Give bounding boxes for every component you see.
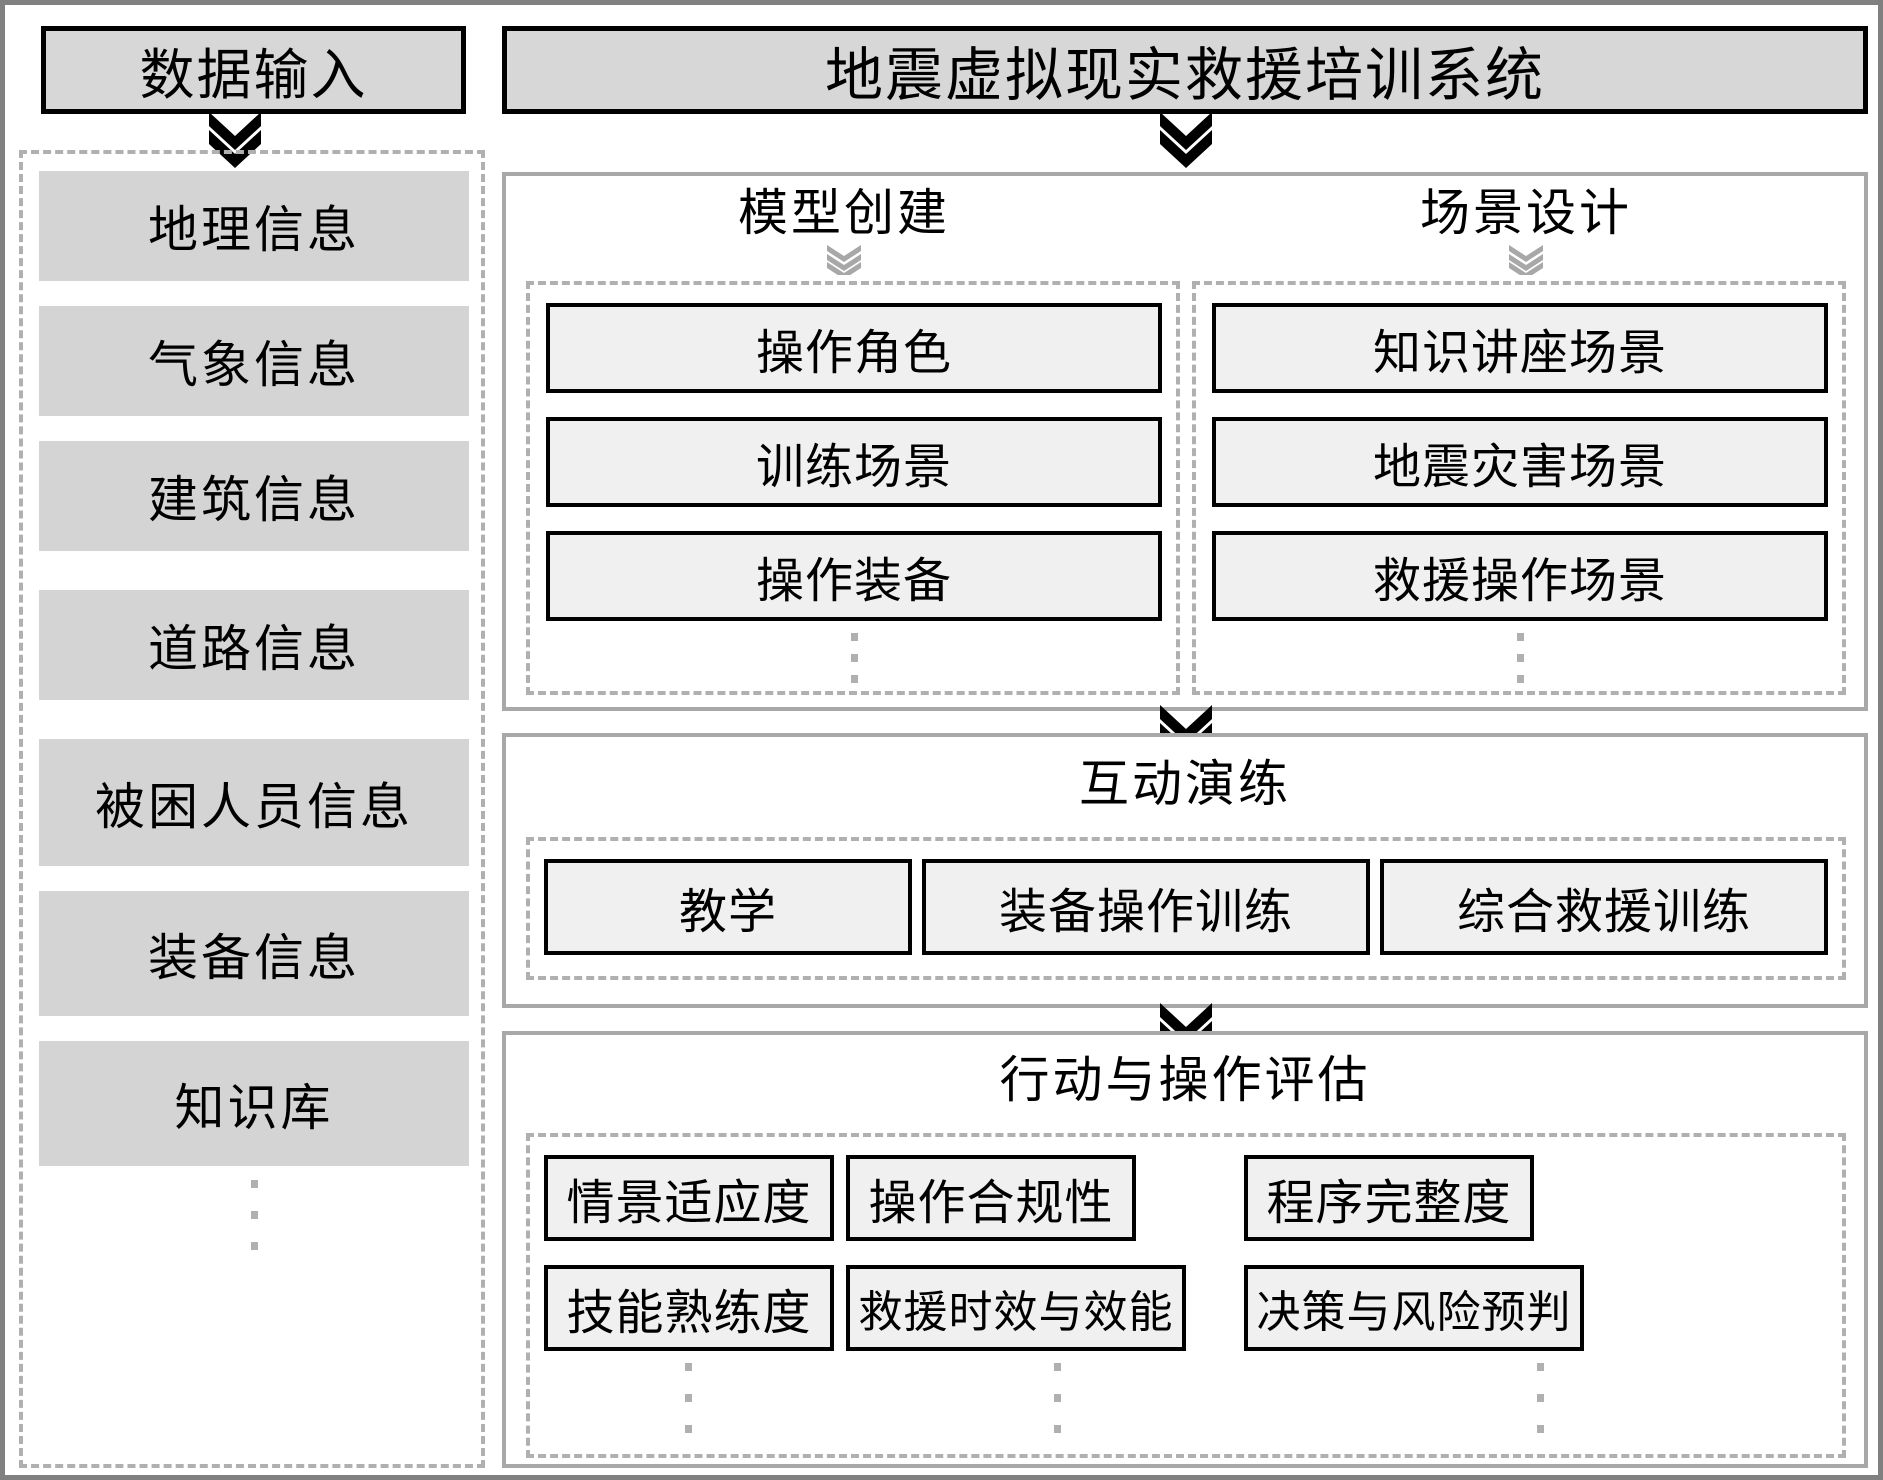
eval-item-skill-proficiency[interactable]: 技能熟练度	[544, 1265, 834, 1351]
scene-design-title: 场景设计	[1420, 184, 1632, 242]
model-item-operation-role[interactable]: 操作角色	[546, 303, 1162, 393]
scene-item-knowledge-lecture[interactable]: 知识讲座场景	[1212, 303, 1828, 393]
triple-chevron-down-icon	[827, 245, 861, 275]
interactive-drill-panel: 互动演练 教学 装备操作训练 综合救援训练	[502, 733, 1868, 1008]
data-input-item-equipment[interactable]: 装备信息	[39, 891, 469, 1016]
page-title: 地震虚拟现实救援培训系统	[824, 41, 1545, 109]
evaluation-panel: 行动与操作评估 情景适应度 操作合规性 程序完整度 技能熟练度 救援时效与效能 …	[502, 1031, 1868, 1468]
double-chevron-down-icon	[1160, 112, 1212, 168]
item-label: 教学	[678, 884, 777, 940]
scene-item-earthquake-disaster[interactable]: 地震灾害场景	[1212, 417, 1828, 507]
data-input-header-box: 数据输入	[41, 26, 466, 114]
system-title-box: 地震虚拟现实救援培训系统	[502, 26, 1868, 114]
item-label: 气象信息	[148, 336, 360, 394]
eval-item-procedure-completeness[interactable]: 程序完整度	[1244, 1155, 1534, 1241]
vertical-ellipsis-icon	[685, 1363, 692, 1433]
data-input-item-building[interactable]: 建筑信息	[39, 441, 469, 551]
eval-item-scenario-adaptability[interactable]: 情景适应度	[544, 1155, 834, 1241]
scene-item-rescue-operation[interactable]: 救援操作场景	[1212, 531, 1828, 621]
triple-chevron-down-icon	[1509, 245, 1543, 275]
data-input-header-label: 数据输入	[139, 43, 368, 107]
data-input-item-meteorological[interactable]: 气象信息	[39, 306, 469, 416]
item-label: 技能熟练度	[566, 1285, 812, 1341]
item-label: 救援操作场景	[1372, 553, 1667, 609]
data-input-item-geographic[interactable]: 地理信息	[39, 171, 469, 281]
scene-design-group: 知识讲座场景 地震灾害场景 救援操作场景	[1192, 281, 1846, 695]
drill-item-teaching[interactable]: 教学	[544, 859, 912, 955]
drill-item-equipment-operation-training[interactable]: 装备操作训练	[922, 859, 1370, 955]
design-panel: 模型创建 操作角色 训练场景 操作装备 场景设计	[502, 172, 1868, 711]
model-item-operation-equipment[interactable]: 操作装备	[546, 531, 1162, 621]
model-creation-group: 操作角色 训练场景 操作装备	[526, 281, 1180, 695]
item-label: 装备操作训练	[998, 884, 1293, 940]
item-label: 操作合规性	[868, 1175, 1114, 1231]
vertical-ellipsis-icon	[1054, 1363, 1061, 1433]
item-label: 救援时效与效能	[858, 1287, 1174, 1338]
data-input-group: 地理信息 气象信息 建筑信息 道路信息 被困人员信息 装备信息 知识库	[19, 150, 485, 1468]
item-label: 装备信息	[148, 928, 360, 987]
vertical-ellipsis-icon	[1517, 633, 1524, 683]
item-label: 建筑信息	[148, 471, 360, 529]
vertical-ellipsis-icon	[1537, 1363, 1544, 1433]
double-chevron-down-icon	[209, 112, 261, 168]
item-label: 地理信息	[148, 201, 360, 259]
item-label: 综合救援训练	[1456, 884, 1751, 940]
item-label: 训练场景	[755, 439, 952, 495]
data-input-item-trapped-people[interactable]: 被困人员信息	[39, 739, 469, 866]
data-input-item-road[interactable]: 道路信息	[39, 590, 469, 700]
eval-item-decision-risk-prediction[interactable]: 决策与风险预判	[1244, 1265, 1584, 1351]
item-label: 操作装备	[755, 553, 952, 609]
item-label: 被困人员信息	[95, 777, 413, 836]
item-label: 地震灾害场景	[1372, 439, 1667, 495]
evaluation-group: 情景适应度 操作合规性 程序完整度 技能熟练度 救援时效与效能 决策与风险预判	[526, 1133, 1846, 1458]
item-label: 程序完整度	[1266, 1175, 1512, 1231]
item-label: 知识库	[174, 1078, 334, 1137]
item-label: 道路信息	[148, 620, 360, 678]
vertical-ellipsis-icon	[851, 633, 858, 683]
interactive-drill-group: 教学 装备操作训练 综合救援训练	[526, 837, 1846, 980]
vertical-ellipsis-icon	[251, 1180, 258, 1250]
eval-item-rescue-timeliness-efficiency[interactable]: 救援时效与效能	[846, 1265, 1186, 1351]
item-label: 决策与风险预判	[1256, 1287, 1572, 1338]
model-creation-title: 模型创建	[738, 184, 950, 242]
model-item-training-scene[interactable]: 训练场景	[546, 417, 1162, 507]
interactive-drill-title: 互动演练	[1079, 755, 1291, 813]
item-label: 情景适应度	[566, 1175, 812, 1231]
item-label: 知识讲座场景	[1372, 325, 1667, 381]
item-label: 操作角色	[755, 325, 952, 381]
evaluation-title: 行动与操作评估	[999, 1051, 1371, 1109]
eval-item-operation-compliance[interactable]: 操作合规性	[846, 1155, 1136, 1241]
data-input-item-knowledge-base[interactable]: 知识库	[39, 1041, 469, 1166]
drill-item-comprehensive-rescue-training[interactable]: 综合救援训练	[1380, 859, 1828, 955]
